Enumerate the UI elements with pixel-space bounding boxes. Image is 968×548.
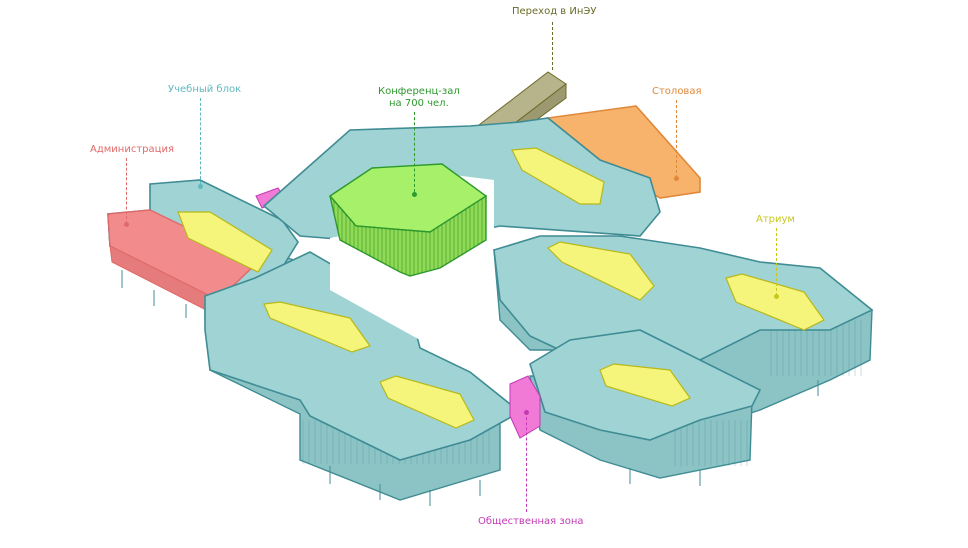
leader-canteen [676,100,677,178]
administration-block [107,209,260,301]
leader-conference [414,112,415,192]
label-study-block: Учебный блок [168,84,242,95]
atrium-7 [599,363,691,407]
dot-public [524,410,529,415]
dot-atrium [774,294,779,299]
label-transition: Переход в ИнЭУ [512,6,597,17]
leader-public [526,412,527,512]
leader-transition [552,22,553,70]
label-administration: Администрация [90,144,174,155]
dot-canteen [674,176,679,181]
label-public-zone: Общественная зона [478,516,584,527]
leader-atrium [776,228,777,296]
atrium-3 [379,375,475,429]
atrium-5 [546,241,655,301]
dot-administration [124,222,129,227]
right-bottom-windows [670,420,750,466]
label-conference: Конференц-зал на 700 чел. [378,86,460,109]
conference-hall-stripes [330,196,486,276]
atrium-1 [177,211,273,273]
leader-study [200,98,201,184]
atrium-4 [511,147,605,205]
public-connector-bottom [509,375,541,439]
leader-administration [126,158,127,224]
dot-conference [412,192,417,197]
atrium-2 [263,301,371,353]
building-stilts [121,270,819,506]
dot-study [198,184,203,189]
label-atrium: Атриум [756,214,795,225]
label-canteen: Столовая [652,86,702,97]
atrium-6 [725,273,825,331]
